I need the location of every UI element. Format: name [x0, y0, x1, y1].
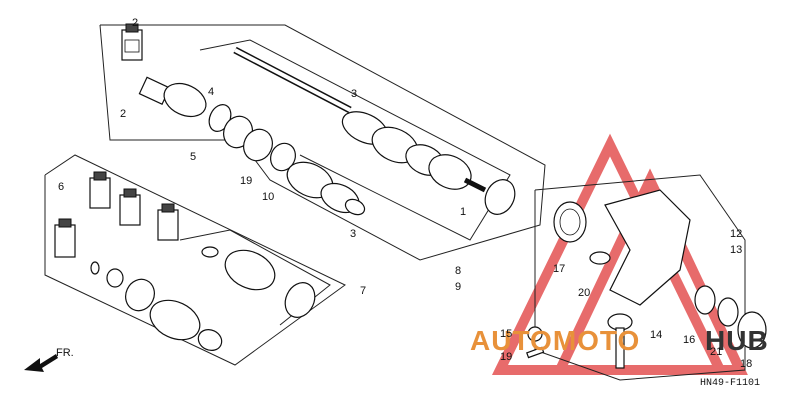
front-arrow: FR. [24, 347, 74, 372]
label-16: 16 [683, 334, 695, 346]
driveshaft [233, 46, 516, 215]
label-12: 12 [730, 228, 742, 240]
front-label: FR. [56, 347, 74, 359]
label-8: 8 [455, 265, 461, 277]
outer-cv-joint [138, 76, 366, 216]
grease-bottle-icon [121, 23, 143, 61]
label-3-mid: 3 [350, 228, 356, 240]
label-20: 20 [578, 287, 590, 299]
label-2a: 2 [132, 17, 138, 29]
label-6: 6 [58, 181, 64, 193]
label-15: 15 [500, 328, 512, 340]
label-18: 18 [740, 358, 752, 370]
label-13: 13 [730, 244, 742, 256]
label-5: 5 [190, 151, 196, 163]
label-19: 19 [500, 351, 512, 363]
watermark-text: AUTOMOTO HUB [470, 325, 769, 356]
label-11: 19 [240, 175, 252, 187]
label-7: 7 [360, 285, 366, 297]
watermark-word1: AUTOMOTO [470, 325, 640, 356]
label-14: 14 [650, 329, 662, 341]
diagram-code: HN49-F1101 [700, 378, 760, 389]
label-3-top: 3 [351, 88, 357, 100]
grease-bottles-lower-icon [54, 171, 179, 258]
label-2: 2 [120, 108, 126, 120]
knuckle-assembly [526, 174, 767, 381]
label-21: 21 [710, 346, 722, 358]
label-17: 17 [553, 263, 565, 275]
label-9: 9 [455, 281, 461, 293]
label-4: 4 [208, 86, 214, 98]
label-10: 10 [262, 191, 274, 203]
watermark-word2: HUB [705, 325, 769, 356]
lower-boot-kit [90, 246, 316, 351]
part-labels: 2 2 4 5 3 19 10 3 1 8 9 6 7 12 13 17 20 … [58, 17, 752, 370]
label-1: 1 [460, 206, 466, 218]
upper-shaft-frame [99, 24, 546, 261]
